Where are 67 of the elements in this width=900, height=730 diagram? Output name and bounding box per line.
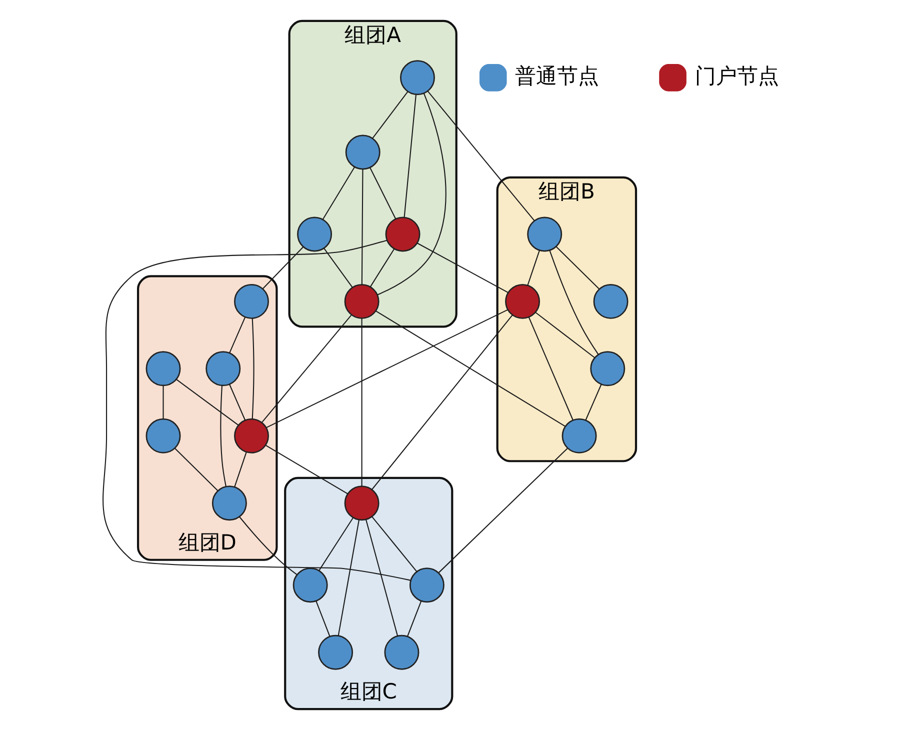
legend-label: 门户节点 xyxy=(694,62,779,88)
connector xyxy=(404,94,416,218)
connector xyxy=(162,386,164,419)
node-circle xyxy=(344,486,380,521)
connector xyxy=(375,310,566,427)
connector xyxy=(262,246,304,290)
connector xyxy=(377,93,446,296)
connector xyxy=(372,516,418,572)
connector xyxy=(417,242,508,293)
connector xyxy=(371,314,513,490)
connector xyxy=(427,90,535,222)
connector xyxy=(102,240,411,581)
connector xyxy=(370,167,396,219)
connector xyxy=(361,318,362,486)
connector xyxy=(407,600,422,636)
node-circle xyxy=(527,216,562,252)
node-circle xyxy=(146,418,181,454)
connector xyxy=(366,520,398,636)
connector xyxy=(266,445,348,494)
node-circle xyxy=(593,284,628,319)
node-circle xyxy=(409,568,444,603)
connector xyxy=(324,248,353,288)
node-circle xyxy=(344,284,380,319)
node-circle xyxy=(400,60,435,96)
connector xyxy=(318,517,354,571)
connector xyxy=(361,169,364,284)
connector xyxy=(266,309,508,428)
node-circle xyxy=(505,284,540,319)
cluster: 组团A xyxy=(288,20,458,328)
connector xyxy=(239,516,298,576)
connector xyxy=(438,448,568,573)
connector xyxy=(549,250,599,355)
node-circle xyxy=(562,418,597,454)
legend-label: 普通节点 xyxy=(515,62,600,88)
node-circle xyxy=(384,634,420,670)
connector xyxy=(528,316,574,420)
connector xyxy=(322,166,355,220)
connector xyxy=(372,91,408,139)
connector xyxy=(220,386,226,487)
connector xyxy=(176,378,239,426)
node-circle xyxy=(590,351,626,386)
connector xyxy=(229,384,246,420)
connector xyxy=(370,248,395,288)
node-circle xyxy=(385,216,420,252)
connector xyxy=(527,250,540,286)
node-circle xyxy=(234,284,269,319)
connector xyxy=(234,452,247,488)
connector xyxy=(174,448,218,491)
connector xyxy=(585,384,602,420)
cluster: 组团D xyxy=(136,275,278,561)
connector xyxy=(556,246,600,290)
connector xyxy=(535,312,595,358)
cluster: 组团B xyxy=(496,176,638,462)
node-circle xyxy=(206,351,241,386)
node-circle xyxy=(292,568,328,603)
node-circle xyxy=(297,216,332,252)
node-circle xyxy=(345,134,380,170)
cluster: 组团C xyxy=(284,476,454,710)
node-circle xyxy=(212,486,247,521)
connector xyxy=(229,317,246,354)
node-circle xyxy=(318,634,354,670)
node-circle xyxy=(146,351,181,386)
connector xyxy=(338,520,360,636)
node-circle xyxy=(234,418,269,454)
connector xyxy=(252,318,254,419)
connector xyxy=(261,314,352,423)
connector xyxy=(316,600,330,636)
